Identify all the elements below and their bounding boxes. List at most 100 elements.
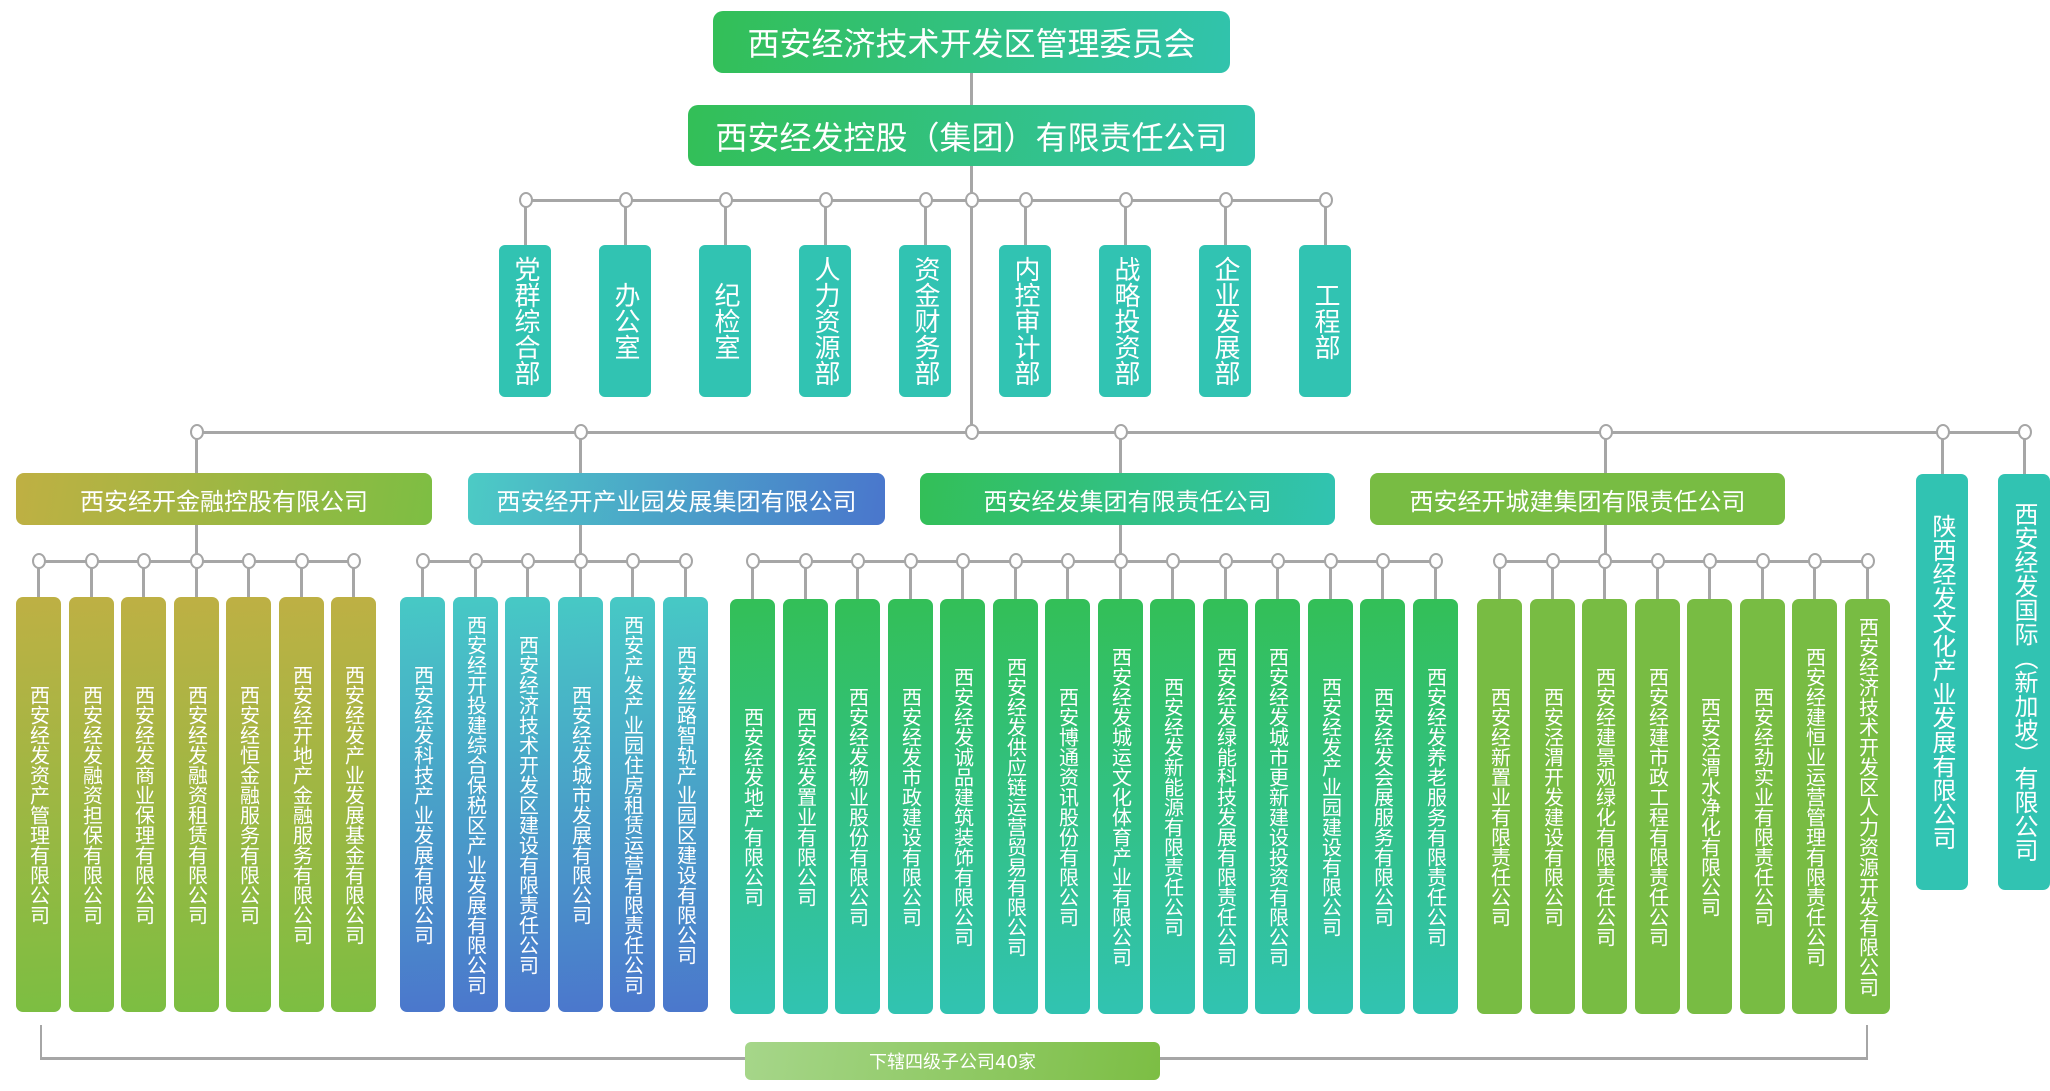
subsidiary-connector: [526, 561, 529, 598]
subsidiary-name: 西安经发资产管理有限公司: [26, 684, 51, 925]
subsidiary-connector: [1014, 561, 1017, 600]
subsidiary-connector: [142, 561, 145, 598]
connector-node-dot: [904, 553, 918, 569]
subsidiary-bar: [1499, 560, 1867, 563]
subsidiary-name: 西安产发产业园住房租赁运营有限责任公司: [620, 614, 645, 995]
connector-node-dot: [32, 553, 46, 569]
connector-node-dot: [1429, 553, 1443, 569]
subsidiary-connector: [751, 561, 754, 600]
subsidiary-box: 西安经发产业园建设有限公司: [1308, 599, 1353, 1014]
connector-level2-bar: [196, 431, 2030, 434]
connector-node-dot: [1756, 553, 1770, 569]
department-label: 人力资源部: [810, 256, 840, 386]
direct-subsidiary-name: 陕西经发文化产业发展有限公司: [1928, 514, 1956, 850]
group-company-name: 西安经开城建集团有限责任公司: [1409, 487, 1746, 516]
connector-node-dot: [1376, 553, 1390, 569]
holding-company-title: 西安经发控股（集团）有限责任公司: [715, 118, 1228, 157]
group-company-name: 西安经开产业园发展集团有限公司: [496, 487, 857, 516]
subsidiary-box: 西安经发供应链运营贸易有限公司: [993, 599, 1038, 1014]
subsidiary-connector: [1329, 561, 1332, 600]
department-box: 纪检室: [699, 245, 751, 397]
connector-node-dot: [190, 424, 204, 440]
subsidiary-box: 西安经发融资担保有限公司: [69, 597, 114, 1012]
subsidiary-name: 西安经发养老服务有限责任公司: [1423, 666, 1448, 947]
connector-node-dot: [719, 192, 733, 208]
subsidiary-box: 西安经建恒业运营管理有限责任公司: [1792, 599, 1837, 1014]
summary-label: 下辖四级子公司40家: [869, 1052, 1036, 1073]
root-title: 西安经济技术开发区管理委员会: [747, 25, 1196, 63]
connector-node-dot: [679, 553, 693, 569]
subsidiary-name: 西安经建恒业运营管理有限责任公司: [1802, 646, 1827, 967]
holding-company-node: 西安经发控股（集团）有限责任公司: [688, 105, 1255, 166]
connector-node-dot: [1219, 192, 1233, 208]
subsidiary-name: 西安经发供应链运营贸易有限公司: [1003, 656, 1028, 957]
subsidiary-name: 西安经发融资租赁有限公司: [184, 684, 209, 925]
connector-node-dot: [347, 553, 361, 569]
connector-node-dot: [799, 553, 813, 569]
connector-node-dot: [2018, 424, 2032, 440]
subsidiary-connector: [1066, 561, 1069, 600]
direct-subsidiary-connector: [1941, 432, 1944, 476]
subsidiary-name: 西安经建景观绿化有限责任公司: [1592, 666, 1617, 947]
subsidiary-connector: [1551, 561, 1554, 600]
subsidiary-connector: [1224, 561, 1227, 600]
department-label: 党群综合部: [510, 256, 540, 386]
subsidiary-box: 西安经发地产有限公司: [730, 599, 775, 1014]
subsidiary-name: 西安经恒金融服务有限公司: [236, 684, 261, 925]
connector-node-dot: [1319, 192, 1333, 208]
subsidiary-name: 西安经发城市发展有限公司: [568, 684, 593, 925]
subsidiary-connector: [1434, 561, 1437, 600]
subsidiary-box: 西安经济技术开发区人力资源开发有限公司: [1845, 599, 1890, 1014]
department-box: 战略投资部: [1099, 245, 1151, 397]
group-company-box: 西安经发集团有限责任公司: [920, 473, 1335, 525]
direct-subsidiary-name: 西安经发国际（新加坡）有限公司: [2010, 502, 2038, 862]
dept-connector: [1224, 200, 1227, 246]
subsidiary-box: 西安经发会展服务有限公司: [1360, 599, 1405, 1014]
group-company-box: 西安经开产业园发展集团有限公司: [468, 473, 885, 525]
department-box: 工程部: [1299, 245, 1351, 397]
subsidiary-box: 西安经发城运文化体育产业有限公司: [1098, 599, 1143, 1014]
connector-root-holding: [970, 72, 973, 105]
subsidiary-name: 西安经开投建综合保税区产业发展有限公司: [463, 614, 488, 995]
summary-badge: 下辖四级子公司40家: [745, 1042, 1160, 1080]
dept-connector: [924, 200, 927, 246]
subsidiary-name: 西安经劲实业有限责任公司: [1750, 686, 1775, 927]
subsidiary-name: 西安经新置业有限责任公司: [1487, 686, 1512, 927]
connector-node-dot: [1061, 553, 1075, 569]
connector-node-dot: [521, 553, 535, 569]
connector-node-dot: [1599, 424, 1613, 440]
connector-node-dot: [965, 192, 979, 208]
subsidiary-box: 西安产发产业园住房租赁运营有限责任公司: [610, 597, 655, 1012]
subsidiary-connector: [1656, 561, 1659, 600]
subsidiary-box: 西安经建景观绿化有限责任公司: [1582, 599, 1627, 1014]
subsidiary-box: 西安博通资讯股份有限公司: [1045, 599, 1090, 1014]
subsidiary-connector: [1813, 561, 1816, 600]
subsidiary-connector: [631, 561, 634, 598]
subsidiary-box: 西安经开地产金融服务有限公司: [279, 597, 324, 1012]
subsidiary-name: 西安经发市政建设有限公司: [898, 686, 923, 927]
group-company-box: 西安经开城建集团有限责任公司: [1370, 473, 1785, 525]
direct-subsidiary-connector: [2023, 432, 2026, 476]
department-label: 纪检室: [710, 282, 740, 360]
connector-node-dot: [965, 424, 979, 440]
connector-node-dot: [819, 192, 833, 208]
subsidiary-bar: [752, 560, 1435, 563]
subsidiary-connector: [1761, 561, 1764, 600]
connector-node-dot: [1166, 553, 1180, 569]
connector-node-dot: [851, 553, 865, 569]
direct-subsidiary-box: 陕西经发文化产业发展有限公司: [1916, 474, 1968, 890]
subsidiary-name: 西安经发地产有限公司: [740, 706, 765, 907]
department-label: 资金财务部: [910, 256, 940, 386]
subsidiary-box: 西安经新置业有限责任公司: [1477, 599, 1522, 1014]
subsidiary-connector: [421, 561, 424, 598]
subsidiary-connector: [1866, 561, 1869, 600]
subsidiary-box: 西安经济技术开发区建设有限责任公司: [505, 597, 550, 1012]
connector-node-dot: [519, 192, 533, 208]
connector-node-dot: [1114, 553, 1128, 569]
connector-node-dot: [746, 553, 760, 569]
department-box: 内控审计部: [999, 245, 1051, 397]
connector-node-dot: [1019, 192, 1033, 208]
subsidiary-name: 西安经发商业保理有限公司: [131, 684, 156, 925]
subsidiary-name: 西安经发融资担保有限公司: [79, 684, 104, 925]
subsidiary-box: 西安丝路智轨产业园区建设有限公司: [663, 597, 708, 1012]
